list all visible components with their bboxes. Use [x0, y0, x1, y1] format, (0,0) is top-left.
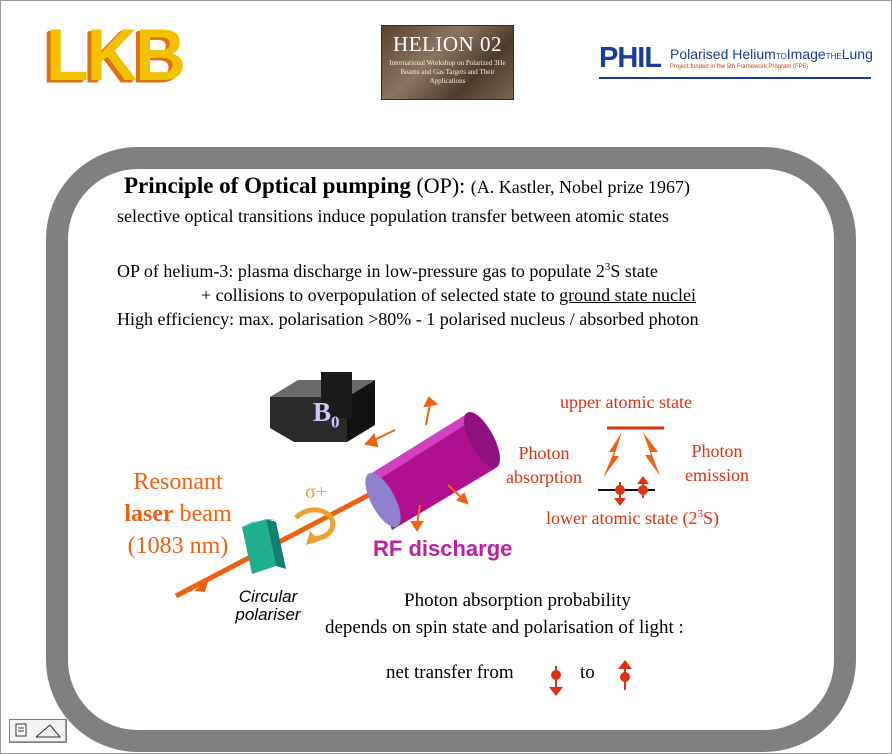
- phil-tag-1: Polarised Helium: [670, 46, 776, 62]
- line-op-helium: OP of helium-3: plasma discharge in low-…: [117, 261, 658, 282]
- laser-label-2: laser beam: [118, 498, 238, 530]
- laser-beam-label: Resonant laser beam (1083 nm): [118, 466, 238, 562]
- sigma-rotation-arrow: [294, 507, 336, 541]
- spin-up-icon: [618, 660, 632, 690]
- help-button[interactable]: [9, 719, 67, 743]
- phil-logo: PHIL Polarised HeliumTOImageTHELung Proj…: [599, 42, 873, 79]
- lkb-logo: LKB: [46, 14, 186, 96]
- helion-subtitle: International Workshop on Polarized 3He …: [389, 59, 506, 85]
- phil-acronym: PHIL: [599, 42, 662, 74]
- upper-state-label: upper atomic state: [560, 392, 692, 412]
- line-collisions-a: + collisions to overpopulation of select…: [201, 285, 560, 305]
- lower-state-a: lower atomic state (2: [546, 508, 698, 528]
- line-efficiency: High efficiency: max. polarisation >80% …: [117, 309, 699, 329]
- net-transfer-to: to: [580, 662, 595, 683]
- line-selective: selective optical transitions induce pop…: [117, 206, 669, 226]
- phil-tagline: Polarised HeliumTOImageTHELung: [670, 47, 873, 61]
- discharge-cell: [365, 412, 501, 530]
- emission-label-1: Photon: [691, 441, 743, 461]
- circular-polariser-shape: [242, 519, 286, 574]
- laser-label-beam: beam: [173, 501, 232, 527]
- help-icon: [15, 723, 62, 738]
- lower-state-label: lower atomic state (23S): [546, 508, 719, 529]
- polariser-label-1: Circular: [238, 587, 298, 606]
- phil-funding: Project funded in the 5th Framework Prog…: [670, 64, 809, 70]
- laser-label-1: Resonant: [133, 469, 223, 495]
- line-collisions: + collisions to overpopulation of select…: [201, 285, 696, 306]
- energy-level-diagram: [598, 426, 664, 506]
- line-op-helium-sup: 3: [604, 261, 611, 273]
- emitted-light-arrows: [364, 396, 469, 532]
- absorption-probability-line: Photon absorption probability: [404, 590, 631, 611]
- lower-state-sup: 3: [697, 508, 703, 520]
- line-collisions-underlined: ground state nuclei: [559, 285, 697, 305]
- helion-title: HELION 02: [393, 32, 502, 56]
- absorption-label-1: Photon: [518, 443, 570, 463]
- phil-tag-to: TO: [775, 52, 787, 61]
- laser-label-wavelength: (1083 nm): [127, 533, 229, 559]
- phil-tag-3: Lung: [841, 46, 873, 62]
- polariser-label: Circular polariser: [224, 588, 312, 624]
- magnet-label-sub: 0: [331, 412, 340, 432]
- sigma-plus-label: σ+: [305, 481, 328, 503]
- phil-underline: [599, 77, 871, 79]
- emission-label: Photon emission: [674, 439, 760, 487]
- magnet-block: [270, 372, 375, 442]
- absorption-label: Photon absorption: [500, 441, 588, 489]
- title-bold: Principle of Optical pumping: [124, 173, 411, 198]
- net-transfer-label: net transfer from: [386, 662, 514, 683]
- phil-tag-the: THE: [825, 52, 842, 61]
- phil-tag-2: Image: [786, 46, 826, 62]
- magnet-label-b: B: [313, 397, 332, 427]
- sigma-arrowhead: [306, 531, 320, 545]
- lower-state-b: S): [702, 508, 719, 528]
- polariser-label-2: polariser: [235, 605, 301, 624]
- absorption-label-2: absorption: [506, 467, 582, 487]
- rf-discharge-label: RF discharge: [373, 536, 513, 561]
- emission-label-2: emission: [684, 465, 749, 485]
- magnet-label: B0: [313, 397, 340, 432]
- title-op: (OP):: [410, 173, 471, 198]
- title-credit: (A. Kastler, Nobel prize 1967): [470, 177, 690, 197]
- slide-title: Principle of Optical pumping (OP): (A. K…: [124, 173, 690, 199]
- line-op-helium-b: S state: [610, 261, 658, 281]
- helion-logo: HELION 02 International Workshop on Pola…: [381, 25, 514, 100]
- laser-beam: [174, 483, 388, 599]
- spin-down-icon: [549, 666, 563, 696]
- spin-state-line: depends on spin state and polarisation o…: [325, 617, 684, 638]
- line-op-helium-a: OP of helium-3: plasma discharge in low-…: [117, 261, 605, 281]
- laser-label-bold: laser: [124, 501, 174, 527]
